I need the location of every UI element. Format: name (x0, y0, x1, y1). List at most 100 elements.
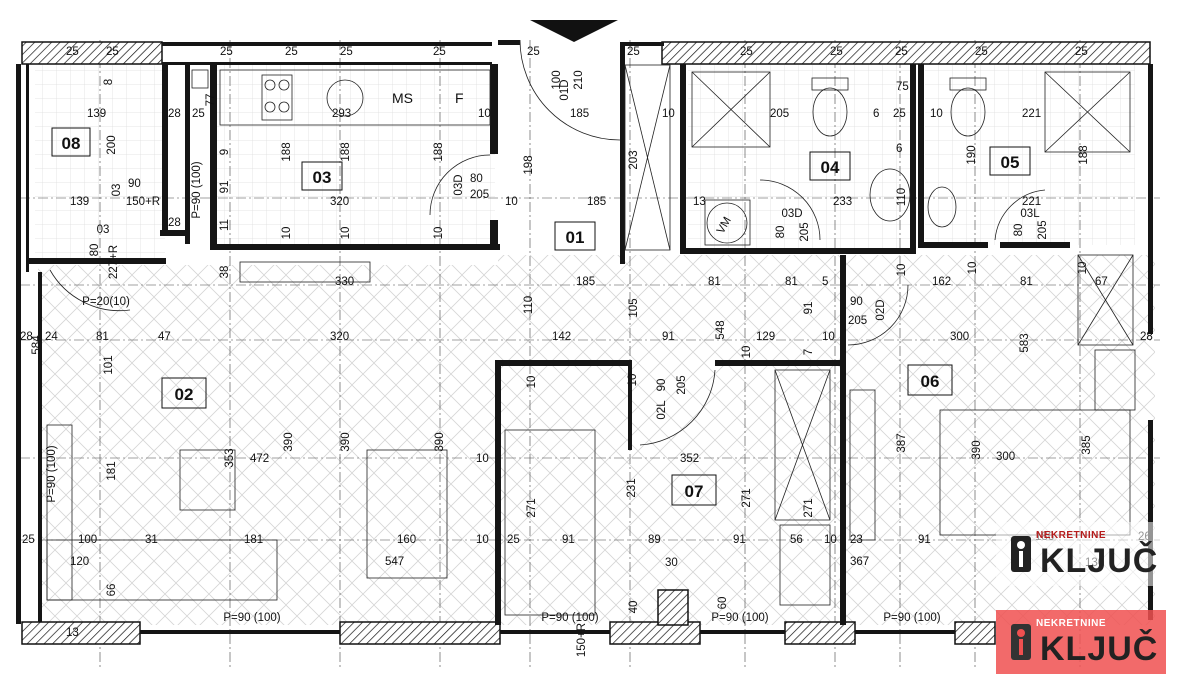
dim-g7: 10 (896, 264, 908, 277)
dim-a10: 80 (89, 244, 101, 257)
dim-b4: 188 (433, 142, 445, 161)
dim-f2: 190 (966, 145, 978, 164)
dim-i8: 181 (106, 461, 118, 480)
dim-c1: 100 (551, 70, 563, 89)
dim-i7: 10 (476, 453, 489, 465)
dim-e4: 110 (896, 188, 908, 206)
window-note-1: P=90 (100) (191, 161, 203, 218)
dim-k14: 91 (918, 534, 931, 546)
dim-g9: 10 (967, 262, 979, 275)
dim-i13: 10 (741, 346, 753, 359)
dim-h11: 28 (1140, 331, 1153, 343)
dim-g3: 185 (576, 276, 595, 288)
dim-e1: 205 (770, 108, 789, 120)
dim-t9: 25 (740, 46, 753, 58)
room-label-06: 06 (921, 372, 940, 391)
dim-k3: 31 (145, 534, 158, 546)
dim-b3: 188 (340, 142, 352, 161)
dim-i14: 7 (803, 349, 815, 355)
dim-l1: 120 (70, 556, 89, 568)
dim-b11: 10 (340, 227, 352, 240)
dim-c3: 185 (570, 108, 589, 120)
dim-b12: 10 (433, 227, 445, 240)
dim-j4: 271 (741, 488, 753, 507)
dim-g4: 81 (708, 276, 721, 288)
dimension-labels: 25 25 25 25 25 25 25 25 25 25 25 25 25 1… (20, 46, 1153, 639)
dim-b2: 188 (281, 142, 293, 161)
dim-i4: 390 (283, 432, 295, 451)
dim-l2: 547 (385, 556, 404, 568)
dim-j8: 300 (996, 451, 1015, 463)
window-note-6: P=90 (100) (711, 612, 768, 624)
dim-h2: 24 (45, 331, 58, 343)
dim-h9: 10 (822, 331, 835, 343)
fixtures (46, 39, 1136, 616)
dim-i6: 390 (434, 432, 446, 451)
dim-g11: 67 (1095, 276, 1108, 288)
dim-b5: 320 (330, 196, 349, 208)
window-note-8: 150+R (126, 196, 160, 208)
dim-c5: 185 (587, 196, 606, 208)
dim-a5: 8 (103, 79, 115, 85)
dim-i9: 10 (526, 376, 538, 389)
dim-i12: 205 (676, 375, 688, 394)
dim-f3: 188 (1078, 145, 1090, 164)
window-note-5: P=90 (100) (541, 612, 598, 624)
room-label-04: 04 (821, 158, 840, 177)
dim-b6: 10 (478, 108, 491, 120)
key-icon (1011, 624, 1031, 660)
dim-c2: 210 (573, 70, 585, 89)
dim-h16: 90 (850, 296, 863, 308)
dim-k10: 91 (733, 534, 746, 546)
dim-h18: 584 (31, 335, 43, 355)
dim-h19: 583 (1019, 333, 1031, 352)
floor-fills (35, 65, 1155, 625)
dim-h6: 142 (552, 331, 571, 343)
dim-t5: 25 (340, 46, 353, 58)
agency-name-2: KLJUČ (1040, 629, 1159, 668)
dim-k11: 56 (790, 534, 803, 546)
dim-m4: 13 (66, 627, 79, 639)
dim-k8: 91 (562, 534, 575, 546)
agency-logo-watermark: NEKRETNINE KLJUČ (996, 610, 1166, 674)
dim-m2: 40 (628, 601, 640, 614)
dim-h1: 28 (20, 331, 33, 343)
dim-t1: 25 (66, 46, 79, 58)
fixture-f: F (455, 90, 464, 106)
dim-m3: 60 (717, 597, 729, 610)
dim-a6: 28 (168, 108, 181, 120)
dim-k13: 23 (850, 534, 863, 546)
dim-e8: 25 (893, 108, 906, 120)
window-notes: P=90 (100) P=20(10) P=90 (100) P=90 (100… (46, 79, 1040, 657)
window-note-10: 227+R (108, 245, 120, 279)
dim-a3: 139 (70, 196, 89, 208)
dim-k6: 10 (476, 534, 489, 546)
door-note-06: 02D (875, 299, 887, 320)
room-labels: 08 03 01 04 05 02 06 07 MS F VM (51, 90, 1031, 506)
dim-k2: 100 (78, 534, 97, 546)
dim-h10: 300 (950, 331, 969, 343)
dim-j7: 390 (971, 440, 983, 459)
agency-tagline-2: NEKRETNINE (1036, 618, 1107, 629)
door-note-08b: 03 (97, 224, 110, 236)
dim-i5: 390 (340, 432, 352, 451)
agency-logo: NEKRETNINE KLJUČ (996, 522, 1166, 586)
room-label-08: 08 (62, 134, 81, 153)
dim-b9: 11 (219, 219, 231, 231)
dim-g5: 81 (785, 276, 798, 288)
room-label-03: 03 (313, 168, 332, 187)
window-note-4: P=90 (100) (223, 612, 280, 624)
dim-b8: 91 (219, 181, 231, 194)
dim-b1: 293 (332, 108, 351, 120)
dim-h15: 91 (803, 302, 815, 315)
dim-e7: 6 (873, 108, 879, 120)
dim-f1: 221 (1022, 108, 1041, 120)
room-label-02: 02 (175, 385, 194, 404)
dim-c7: 10 (662, 108, 675, 120)
dim-k5: 160 (397, 534, 416, 546)
dim-h5: 320 (330, 331, 349, 343)
dim-e9: 75 (896, 81, 909, 93)
dim-b14: 80 (470, 173, 483, 185)
dim-j9: 385 (1081, 435, 1093, 454)
